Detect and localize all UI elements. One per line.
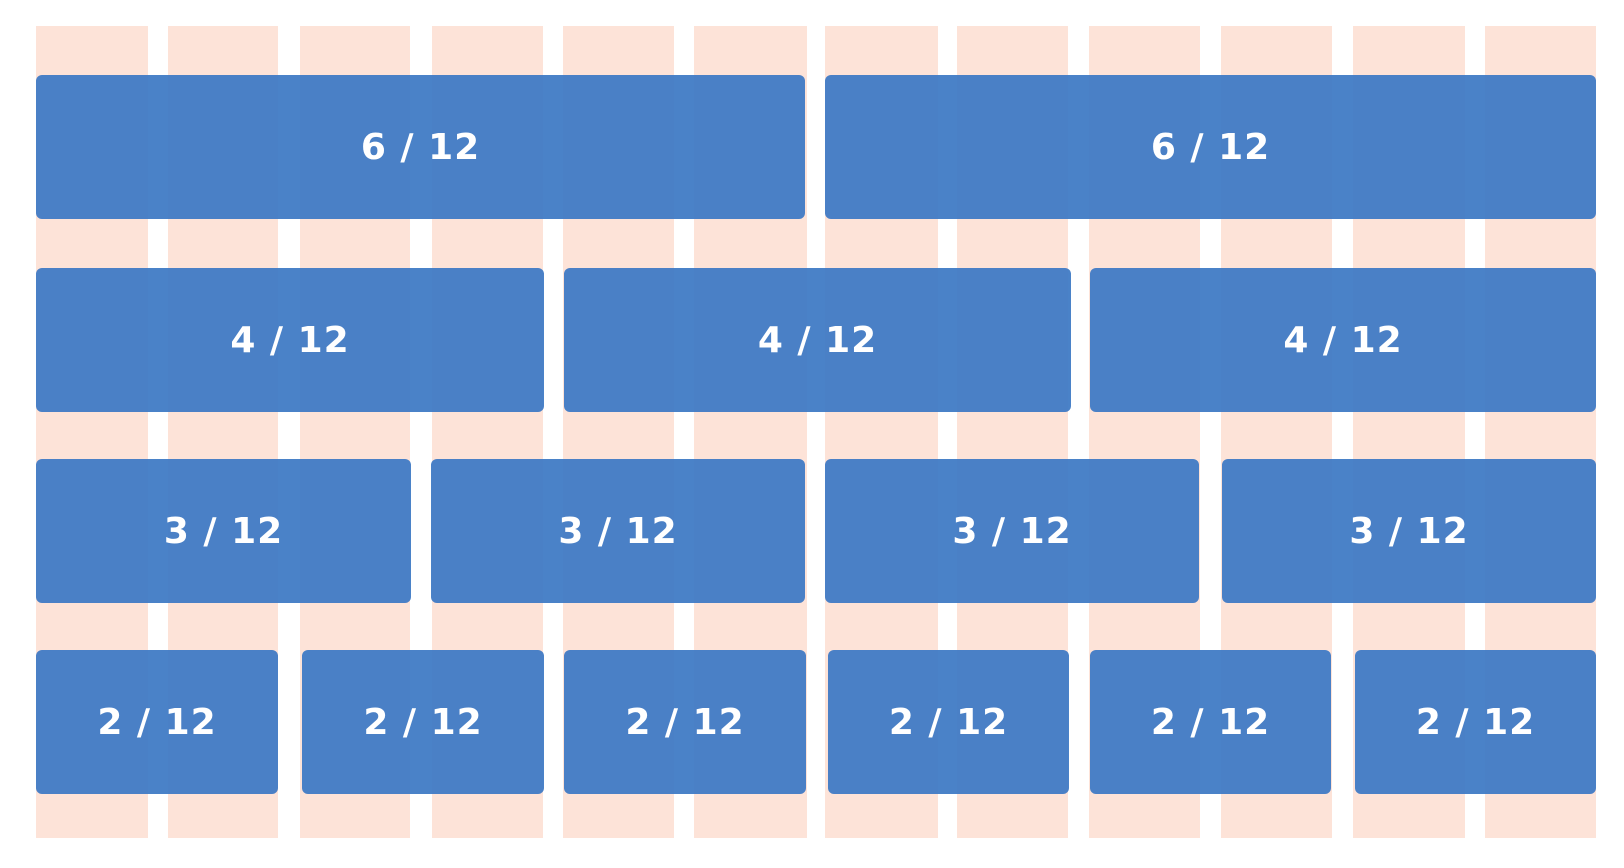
grid-block-3-of-12: 3 / 12	[1222, 459, 1596, 603]
grid-block-4-of-12: 4 / 12	[36, 268, 544, 412]
grid-block-6-of-12: 6 / 12	[36, 75, 805, 219]
grid-block-2-of-12: 2 / 12	[1355, 650, 1596, 794]
grid-block-2-of-12: 2 / 12	[302, 650, 544, 794]
grid-block-3-of-12: 3 / 12	[36, 459, 411, 603]
grid-block-3-of-12: 3 / 12	[825, 459, 1199, 603]
grid-block-4-of-12: 4 / 12	[564, 268, 1071, 412]
grid-block-2-of-12: 2 / 12	[1090, 650, 1331, 794]
grid-block-6-of-12: 6 / 12	[825, 75, 1596, 219]
grid-block-2-of-12: 2 / 12	[36, 650, 278, 794]
grid-block-4-of-12: 4 / 12	[1090, 268, 1596, 412]
grid-block-2-of-12: 2 / 12	[828, 650, 1069, 794]
grid-block-2-of-12: 2 / 12	[564, 650, 806, 794]
grid-block-3-of-12: 3 / 12	[431, 459, 805, 603]
